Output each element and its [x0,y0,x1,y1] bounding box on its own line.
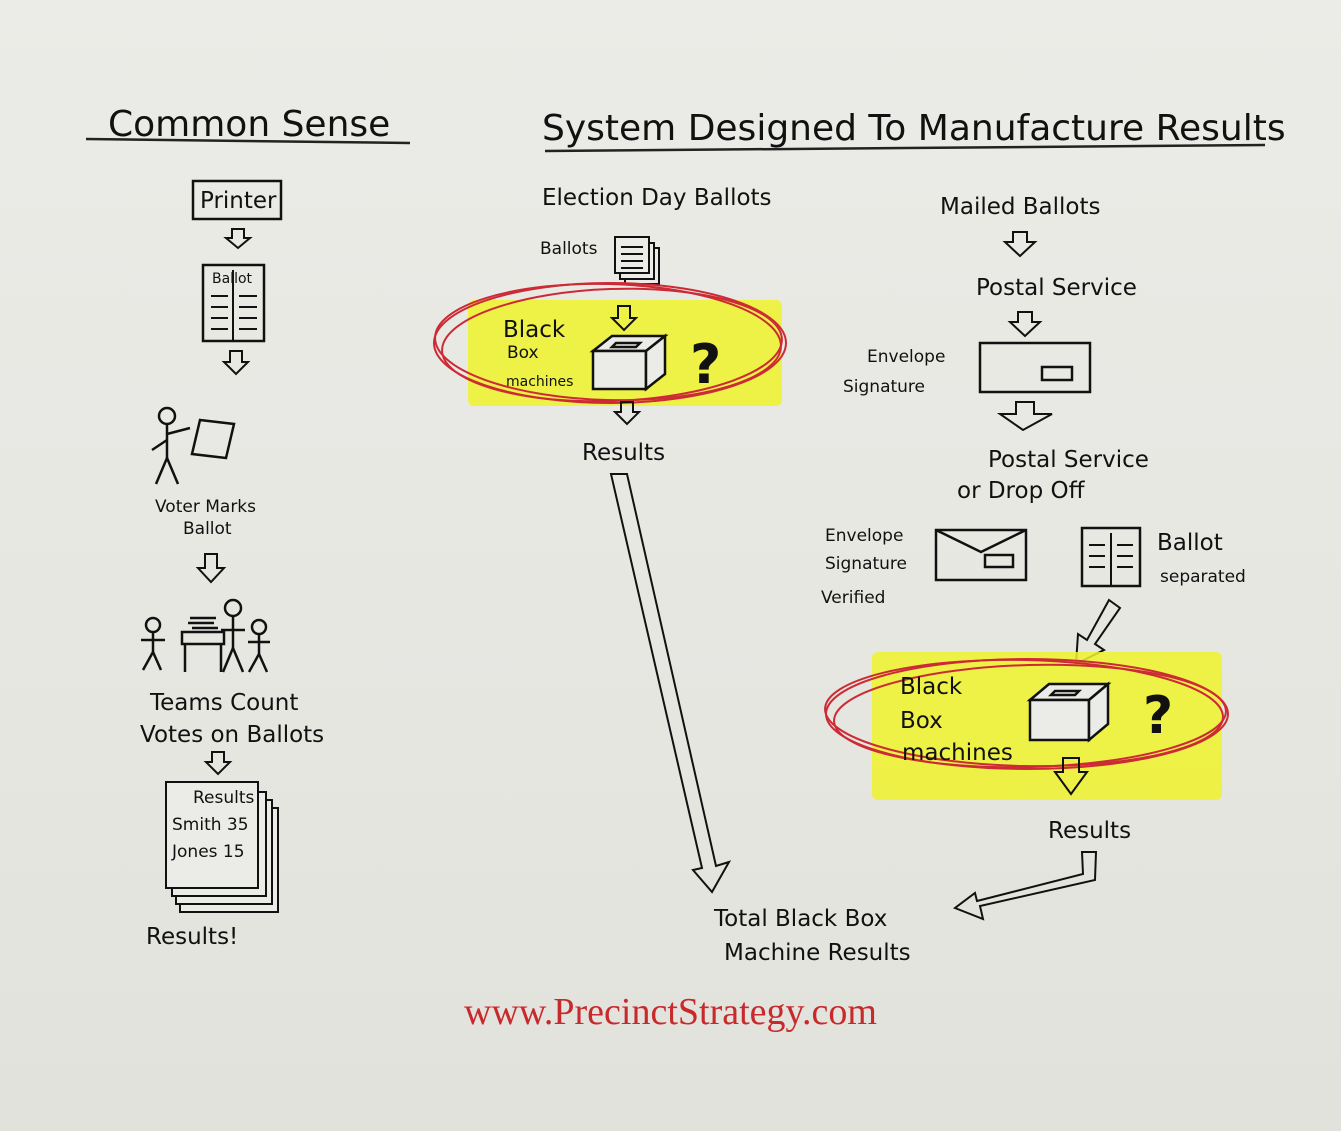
election-day-heading: Election Day Ballots [542,185,772,211]
results-stack-icon [165,781,279,913]
blackbox2-line2: Box [900,708,943,734]
down-arrow-icon [996,401,1053,432]
envelope-signature-line2: Signature [843,377,925,397]
verified-line3: Verified [821,588,885,608]
down-arrow-icon [1053,757,1089,796]
mailed-ballots-heading: Mailed Ballots [940,194,1101,220]
common-sense-underline [85,137,411,145]
system-title-underline [544,143,1266,153]
common-sense-title: Common Sense [108,104,390,145]
opened-envelope-icon [934,528,1028,582]
long-down-arrow-icon [609,473,732,894]
postal-service2-line1: Postal Service [988,447,1149,473]
down-arrow-icon [1007,311,1043,338]
down-arrow-icon [203,751,233,776]
postal-service-label: Postal Service [976,275,1137,301]
down-arrow-icon [195,553,227,584]
voter-marks-line1: Voter Marks [155,497,256,517]
ballot-box-machine-icon [1026,681,1112,743]
postal-service2-line2: or Drop Off [957,478,1086,504]
common-sense-results: Results! [146,924,238,950]
blackbox1-line3: machines [506,374,573,390]
teams-count-line2: Votes on Ballots [140,722,324,748]
down-arrow-icon [612,401,642,426]
ballot-box-machine-icon [589,333,669,392]
ballot-separated-line1: Ballot [1157,530,1223,556]
separated-ballot-icon [1080,526,1142,588]
curved-left-arrow-icon [952,851,1098,921]
total-results-line1: Total Black Box [713,906,887,932]
envelope-signature-line1: Envelope [867,347,945,367]
ballot-book-label: Ballot [212,271,253,287]
results-sheet-row-jones: Jones 15 [171,842,245,862]
down-arrow-icon [1002,231,1038,258]
voter-marks-line2: Ballot [183,519,232,539]
voter-stick-figure-icon [151,406,236,485]
question-mark-icon: ? [690,333,721,396]
printer-box [191,179,283,221]
down-arrow-icon [221,350,251,376]
website-footer[interactable]: www.PrecinctStrategy.com [464,991,877,1033]
blackbox1-line2: Box [507,343,539,363]
blackbox2-line3: machines [902,740,1013,766]
verified-line2: Signature [825,554,907,574]
blackbox1-line1: Black [503,317,566,343]
blackbox2-line1: Black [900,674,963,700]
counting-team-icon [141,598,270,673]
ballots-label: Ballots [540,239,598,259]
ballots-stack-icon [614,236,660,285]
down-arrow-icon [609,305,639,332]
teams-count-line1: Teams Count [149,690,298,716]
system-title: System Designed To Manufacture Results [542,108,1286,149]
results-sheet-header: Results [193,788,255,808]
question-mark-icon: ? [1143,686,1173,746]
printer-label: Printer [200,188,277,214]
ballot-separated-line2: separated [1160,567,1246,587]
verified-line1: Envelope [825,526,903,546]
down-arrow-icon [223,228,253,250]
total-results-line2: Machine Results [724,940,911,966]
ballot-book-icon [201,263,266,343]
mailed-results: Results [1048,818,1131,844]
election-day-results: Results [582,440,665,466]
envelope-icon [978,341,1092,394]
results-sheet-row-smith: Smith 35 [172,815,249,835]
